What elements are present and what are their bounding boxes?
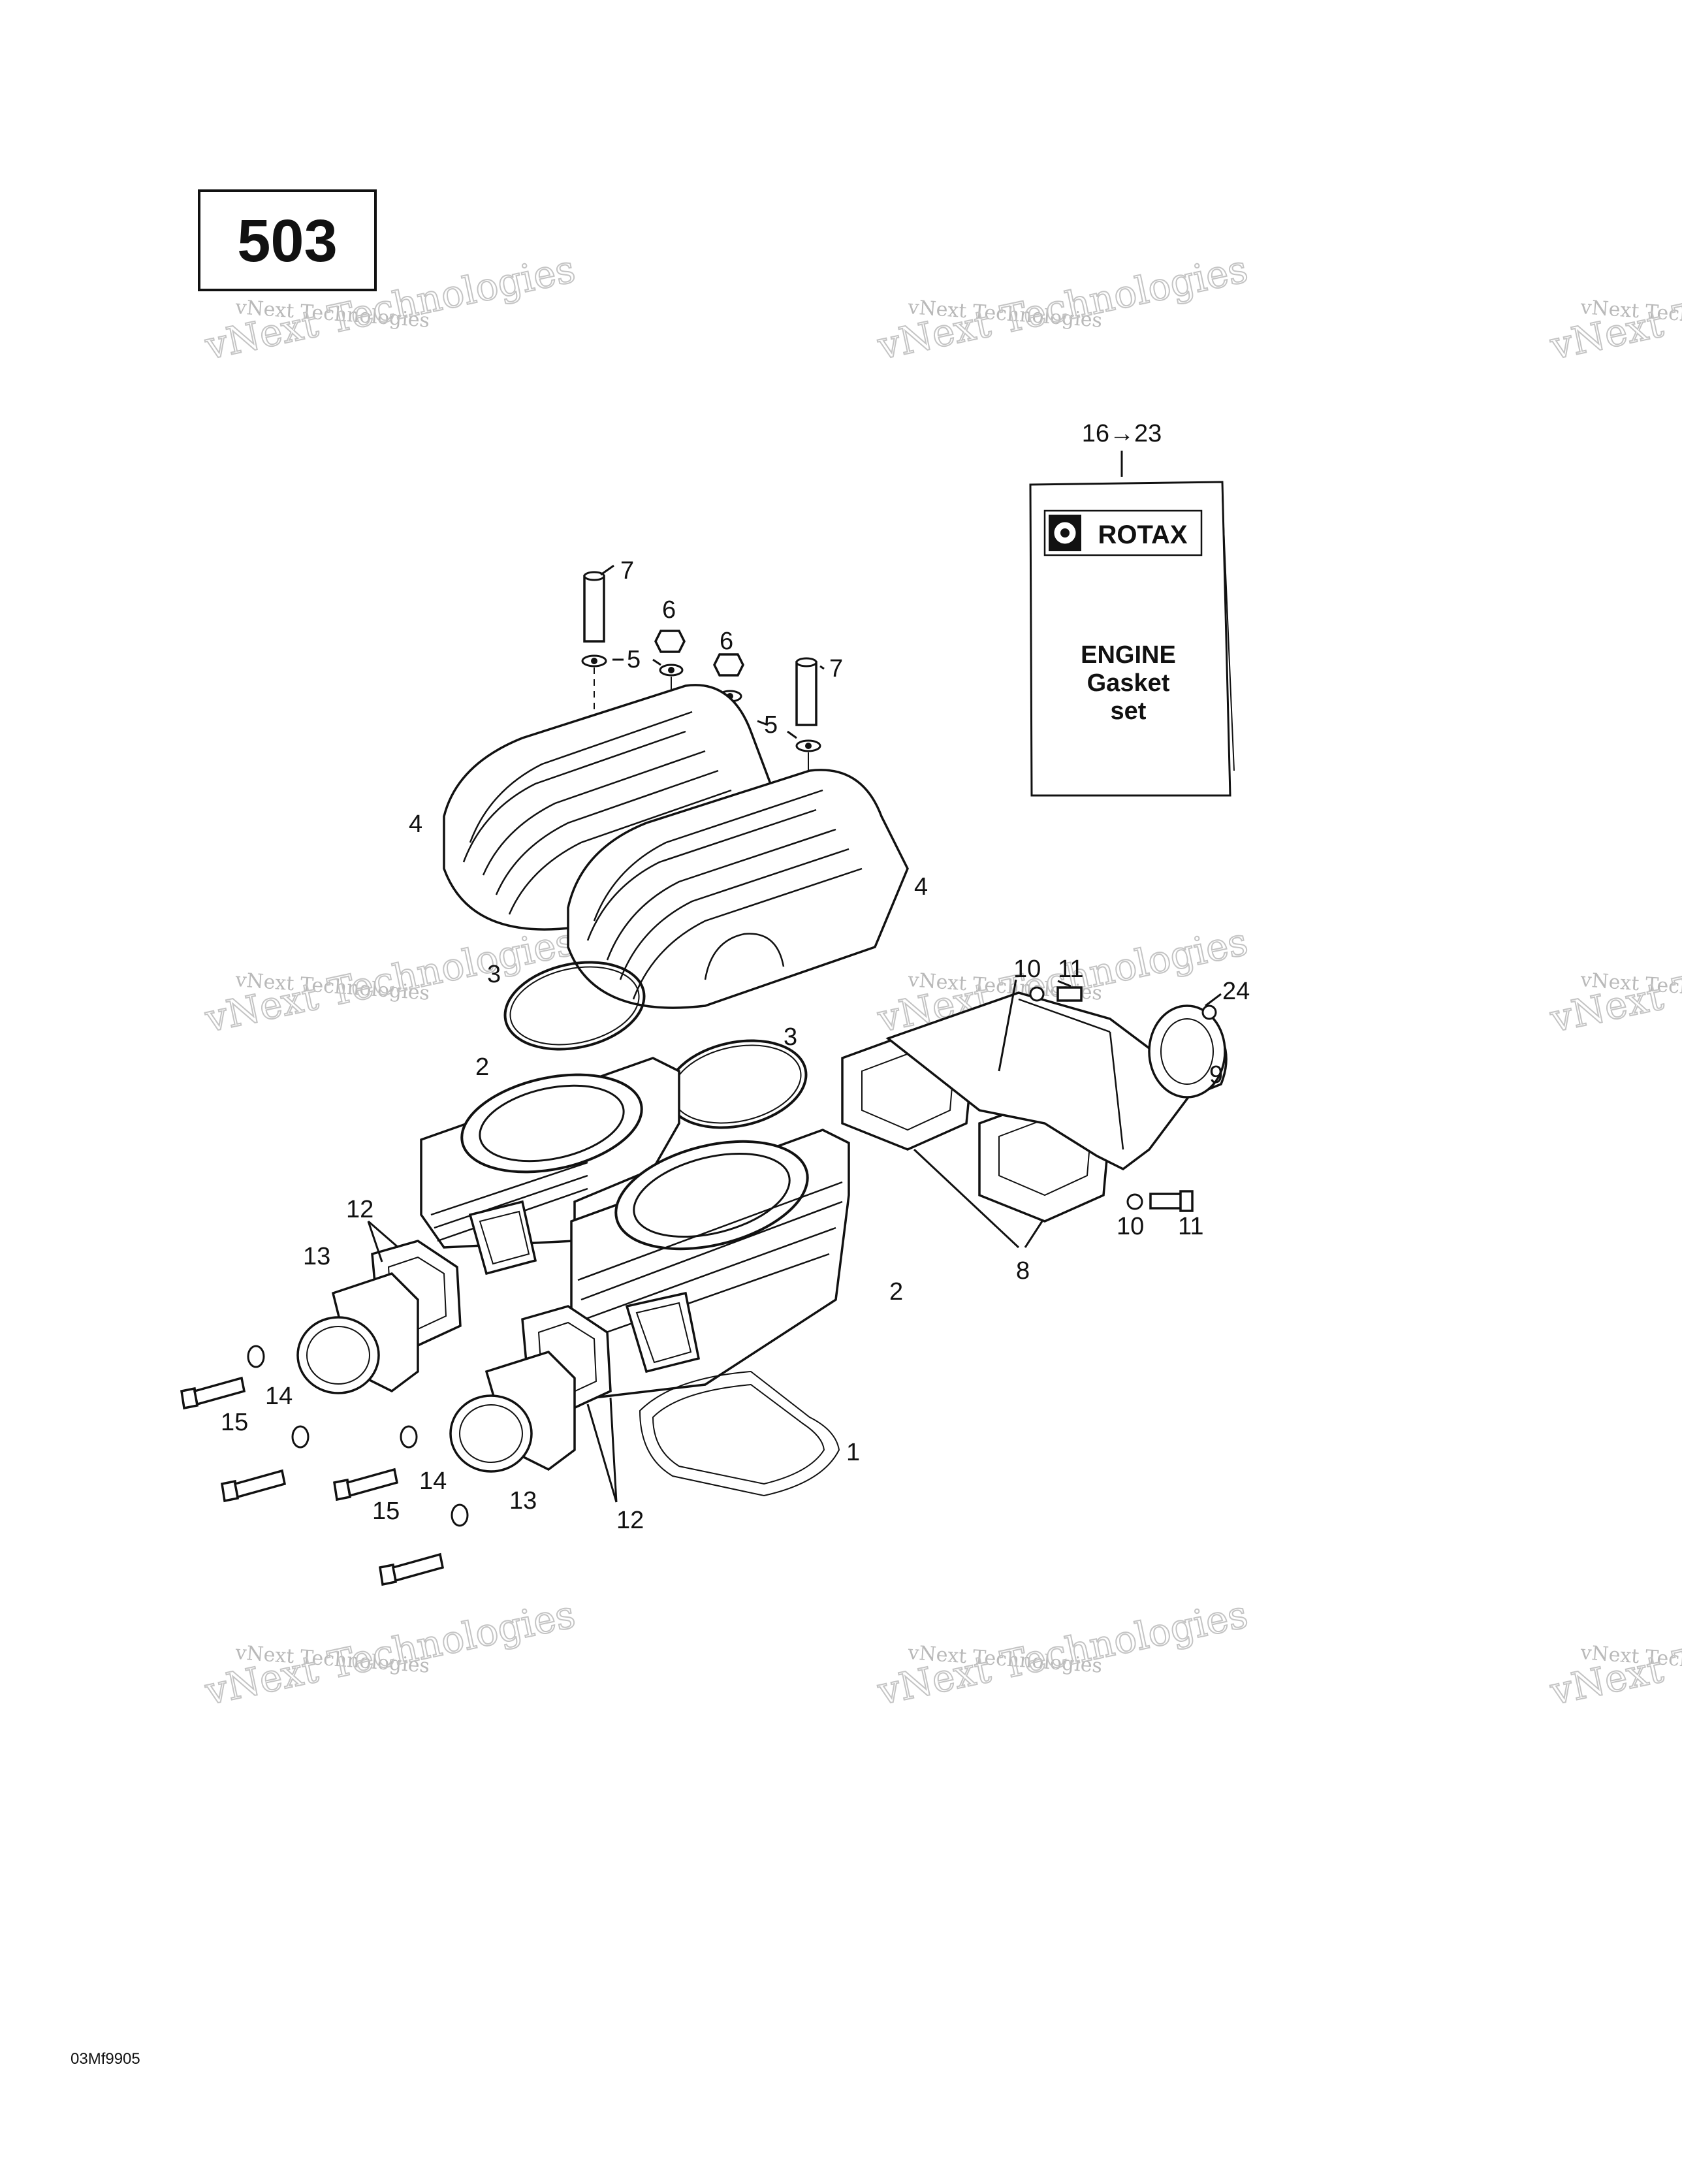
head-gasket-rear bbox=[503, 961, 646, 1051]
exhaust-manifold bbox=[885, 991, 1228, 1171]
callout-11: 11 bbox=[1178, 1213, 1203, 1240]
callout-2: 2 bbox=[889, 1278, 903, 1306]
gasket-set-line3: set bbox=[1111, 698, 1147, 725]
callout-6: 6 bbox=[662, 596, 676, 624]
intake-socket-lower bbox=[449, 1351, 576, 1473]
intake-washer-3 bbox=[400, 1425, 418, 1449]
intake-bolt-3 bbox=[333, 1468, 399, 1502]
callout-14: 14 bbox=[265, 1383, 293, 1410]
intake-washer-2 bbox=[291, 1425, 309, 1449]
section-number-box: 503 bbox=[198, 189, 377, 291]
stud-left bbox=[581, 571, 607, 718]
rotax-logo: ROTAX bbox=[1043, 509, 1203, 556]
cylinder-head-front bbox=[567, 769, 909, 1009]
rotax-brand: ROTAX bbox=[1098, 521, 1187, 549]
callout-7: 7 bbox=[620, 557, 634, 585]
callout-9: 9 bbox=[1209, 1061, 1223, 1089]
callout-3: 3 bbox=[487, 961, 501, 988]
callout-4: 4 bbox=[409, 811, 422, 838]
callout-7: 7 bbox=[829, 655, 843, 682]
base-gasket bbox=[639, 1370, 840, 1497]
cylinder-rear bbox=[420, 1057, 680, 1276]
callout-5: 5 bbox=[627, 646, 641, 673]
intake-washer-1 bbox=[247, 1345, 265, 1368]
gasket-set-line1: ENGINE bbox=[1081, 641, 1176, 669]
manifold-bolt-bottom bbox=[1126, 1190, 1194, 1212]
callout-13: 13 bbox=[509, 1487, 537, 1515]
callout-15: 15 bbox=[372, 1498, 400, 1525]
callout-3: 3 bbox=[784, 1023, 797, 1051]
callout-13: 13 bbox=[303, 1243, 330, 1270]
callout-15: 15 bbox=[221, 1409, 248, 1436]
stud-right bbox=[795, 657, 821, 843]
intake-bolt-4 bbox=[379, 1552, 445, 1586]
callout-14: 14 bbox=[419, 1468, 447, 1495]
gasket-set-callout: 16→23 bbox=[1082, 420, 1162, 447]
callout-10: 10 bbox=[1117, 1213, 1144, 1240]
callout-12: 12 bbox=[346, 1196, 373, 1223]
intake-washer-4 bbox=[451, 1503, 469, 1527]
callout-labels: 7 6 5 6 7 5 4 4 3 3 2 2 10 11 24 9 10 11… bbox=[221, 557, 1250, 1534]
callout-12: 12 bbox=[616, 1507, 644, 1534]
callout-6: 6 bbox=[720, 628, 733, 655]
callout-11: 11 bbox=[1058, 956, 1083, 983]
gasket-set-package: 16→23 ROTAX ENGINE Gasket set bbox=[1029, 420, 1235, 797]
footer-code: 03Mf9905 bbox=[71, 2050, 140, 2068]
intake-bolt-2 bbox=[221, 1469, 287, 1503]
callout-10: 10 bbox=[1013, 956, 1041, 983]
callout-24: 24 bbox=[1222, 978, 1250, 1005]
intake-socket-upper bbox=[296, 1272, 419, 1394]
leader-lines bbox=[367, 564, 1222, 1503]
callout-1: 1 bbox=[846, 1439, 860, 1466]
manifold-bolt-top bbox=[1029, 986, 1083, 1002]
callout-4: 4 bbox=[914, 873, 928, 901]
callout-2: 2 bbox=[475, 1053, 489, 1081]
gasket-set-line2: Gasket bbox=[1087, 669, 1170, 697]
callout-5: 5 bbox=[764, 711, 778, 739]
intake-bolt-1 bbox=[180, 1376, 246, 1410]
callout-8: 8 bbox=[1016, 1257, 1030, 1285]
section-number: 503 bbox=[237, 208, 338, 274]
